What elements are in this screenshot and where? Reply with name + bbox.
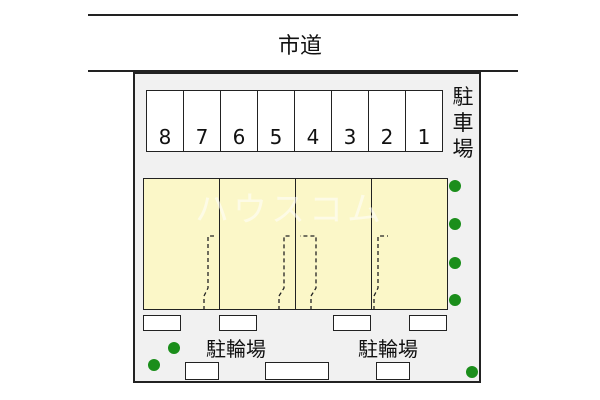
stall-number: 6 xyxy=(232,125,246,149)
storage-box xyxy=(376,362,410,380)
stall-number: 3 xyxy=(343,125,357,149)
building-unit xyxy=(295,178,372,310)
storage-box xyxy=(333,315,371,331)
entrance-path xyxy=(373,235,388,310)
storage-box xyxy=(143,315,181,331)
road-edge-top xyxy=(88,14,518,16)
storage-box xyxy=(185,362,219,380)
tree-icon xyxy=(449,180,461,192)
storage-box xyxy=(265,362,329,380)
stall-number: 8 xyxy=(158,125,172,149)
stall-number: 7 xyxy=(195,125,209,149)
parking-stall: 5 xyxy=(257,90,295,152)
parking-stall: 1 xyxy=(405,90,443,152)
parking-label: 駐 車 場 xyxy=(450,84,476,162)
tree-icon xyxy=(449,294,461,306)
bike-parking-label-left: 駐輪場 xyxy=(205,333,267,362)
watermark: ハウスコム xyxy=(195,190,385,230)
storage-box xyxy=(219,315,257,331)
parking-label-char: 場 xyxy=(452,137,474,161)
parking-stall: 3 xyxy=(331,90,369,152)
stall-number: 2 xyxy=(380,125,394,149)
tree-icon xyxy=(466,366,478,378)
stall-number: 1 xyxy=(417,125,431,149)
parking-label-char: 駐 xyxy=(452,85,474,109)
building-unit xyxy=(143,178,220,310)
parking-label-char: 車 xyxy=(452,111,474,135)
parking-stall: 4 xyxy=(294,90,332,152)
parking-stall: 8 xyxy=(146,90,184,152)
tree-icon xyxy=(449,218,461,230)
entrance-path xyxy=(278,235,292,310)
stall-number: 4 xyxy=(306,125,320,149)
entrance-path xyxy=(300,235,317,310)
building-unit xyxy=(371,178,448,310)
tree-icon xyxy=(449,257,461,269)
parking-stall: 6 xyxy=(220,90,258,152)
road-edge-bottom xyxy=(88,70,518,72)
bike-parking-label-right: 駐輪場 xyxy=(357,333,419,362)
stall-number: 5 xyxy=(269,125,283,149)
tree-icon xyxy=(148,359,160,371)
road-label: 市道 xyxy=(277,34,322,59)
entrance-path xyxy=(203,235,214,310)
tree-icon xyxy=(168,342,180,354)
storage-box xyxy=(409,315,447,331)
